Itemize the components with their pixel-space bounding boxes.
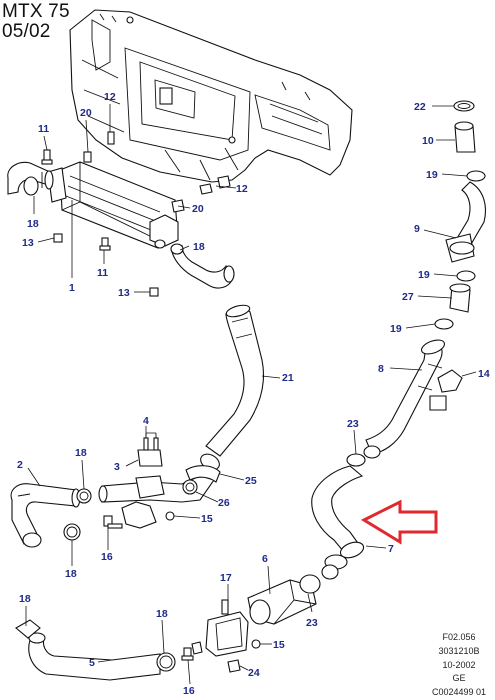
callout-16: 16	[183, 685, 195, 697]
diagram-model-label: MTX 75	[2, 1, 70, 22]
callout-13: 13	[118, 287, 130, 299]
callout-21: 21	[282, 372, 294, 384]
callout-18: 18	[65, 568, 77, 580]
callout-23: 23	[347, 418, 359, 430]
bracket-17	[191, 599, 261, 673]
callout-18: 18	[27, 218, 39, 230]
hose-5	[15, 619, 194, 681]
intercooler-fasteners	[41, 131, 231, 297]
callout-20: 20	[192, 203, 204, 215]
intercooler	[47, 161, 179, 249]
callout-25: 25	[245, 475, 257, 487]
footer-code-figure: F02.056	[442, 632, 476, 642]
clamp-18-left	[63, 488, 92, 541]
callout-14: 14	[478, 368, 490, 380]
footer-code-part: 3031210B	[438, 646, 480, 656]
callout-11: 11	[97, 267, 108, 279]
callout-18: 18	[193, 241, 205, 253]
intercooler-inlet-hose	[7, 161, 54, 196]
bracket-15-16	[103, 501, 175, 529]
callout-1: 1	[69, 282, 75, 294]
hose-assembly-right	[346, 100, 487, 467]
callout-19: 19	[426, 169, 438, 181]
highlight-arrow	[360, 499, 438, 545]
leader-lines	[25, 104, 477, 685]
callout-4: 4	[143, 415, 149, 427]
callout-3: 3	[114, 461, 120, 473]
callout-7: 7	[388, 543, 394, 555]
footer-code-lang: GE	[452, 673, 466, 683]
callout-12: 12	[236, 183, 248, 195]
pipe-3-26	[98, 465, 221, 503]
callout-19: 19	[418, 269, 430, 281]
callout-5: 5	[89, 657, 95, 669]
callout-10: 10	[422, 135, 434, 147]
callout-20: 20	[80, 107, 92, 119]
footer-code-ref: C0024499 01	[431, 687, 487, 697]
hose-21	[200, 304, 265, 471]
intercooler-outlet-hose	[154, 239, 235, 289]
callout-24: 24	[248, 667, 260, 679]
callout-26: 26	[218, 497, 230, 509]
callout-19: 19	[390, 323, 402, 335]
callout-15: 15	[273, 639, 285, 651]
callout-12: 12	[104, 91, 116, 103]
callout-18: 18	[75, 447, 87, 459]
callout-11: 11	[38, 123, 49, 135]
callout-22: 22	[414, 101, 426, 113]
callout-18: 18	[156, 608, 168, 620]
callout-9: 9	[414, 223, 420, 235]
muffler-6	[247, 564, 339, 625]
callout-18: 18	[19, 593, 31, 605]
callout-15: 15	[201, 513, 213, 525]
diagram-date-label: 05/02	[2, 21, 51, 42]
callout-labels: 12 11 20 12 20 18 13 11 1 18 13 22 10 19…	[17, 91, 490, 697]
callout-16: 16	[101, 551, 113, 563]
radiator-support-frame	[69, 9, 353, 183]
hose-7	[311, 465, 365, 570]
callout-13: 13	[22, 237, 34, 249]
callout-23: 23	[306, 617, 318, 629]
callout-8: 8	[378, 363, 384, 375]
callout-2: 2	[17, 459, 23, 471]
footer-code-date: 10-2002	[442, 660, 476, 670]
callout-27: 27	[402, 291, 414, 303]
callout-17: 17	[220, 572, 232, 584]
callout-6: 6	[262, 553, 268, 565]
bracket-3-4	[137, 433, 163, 467]
